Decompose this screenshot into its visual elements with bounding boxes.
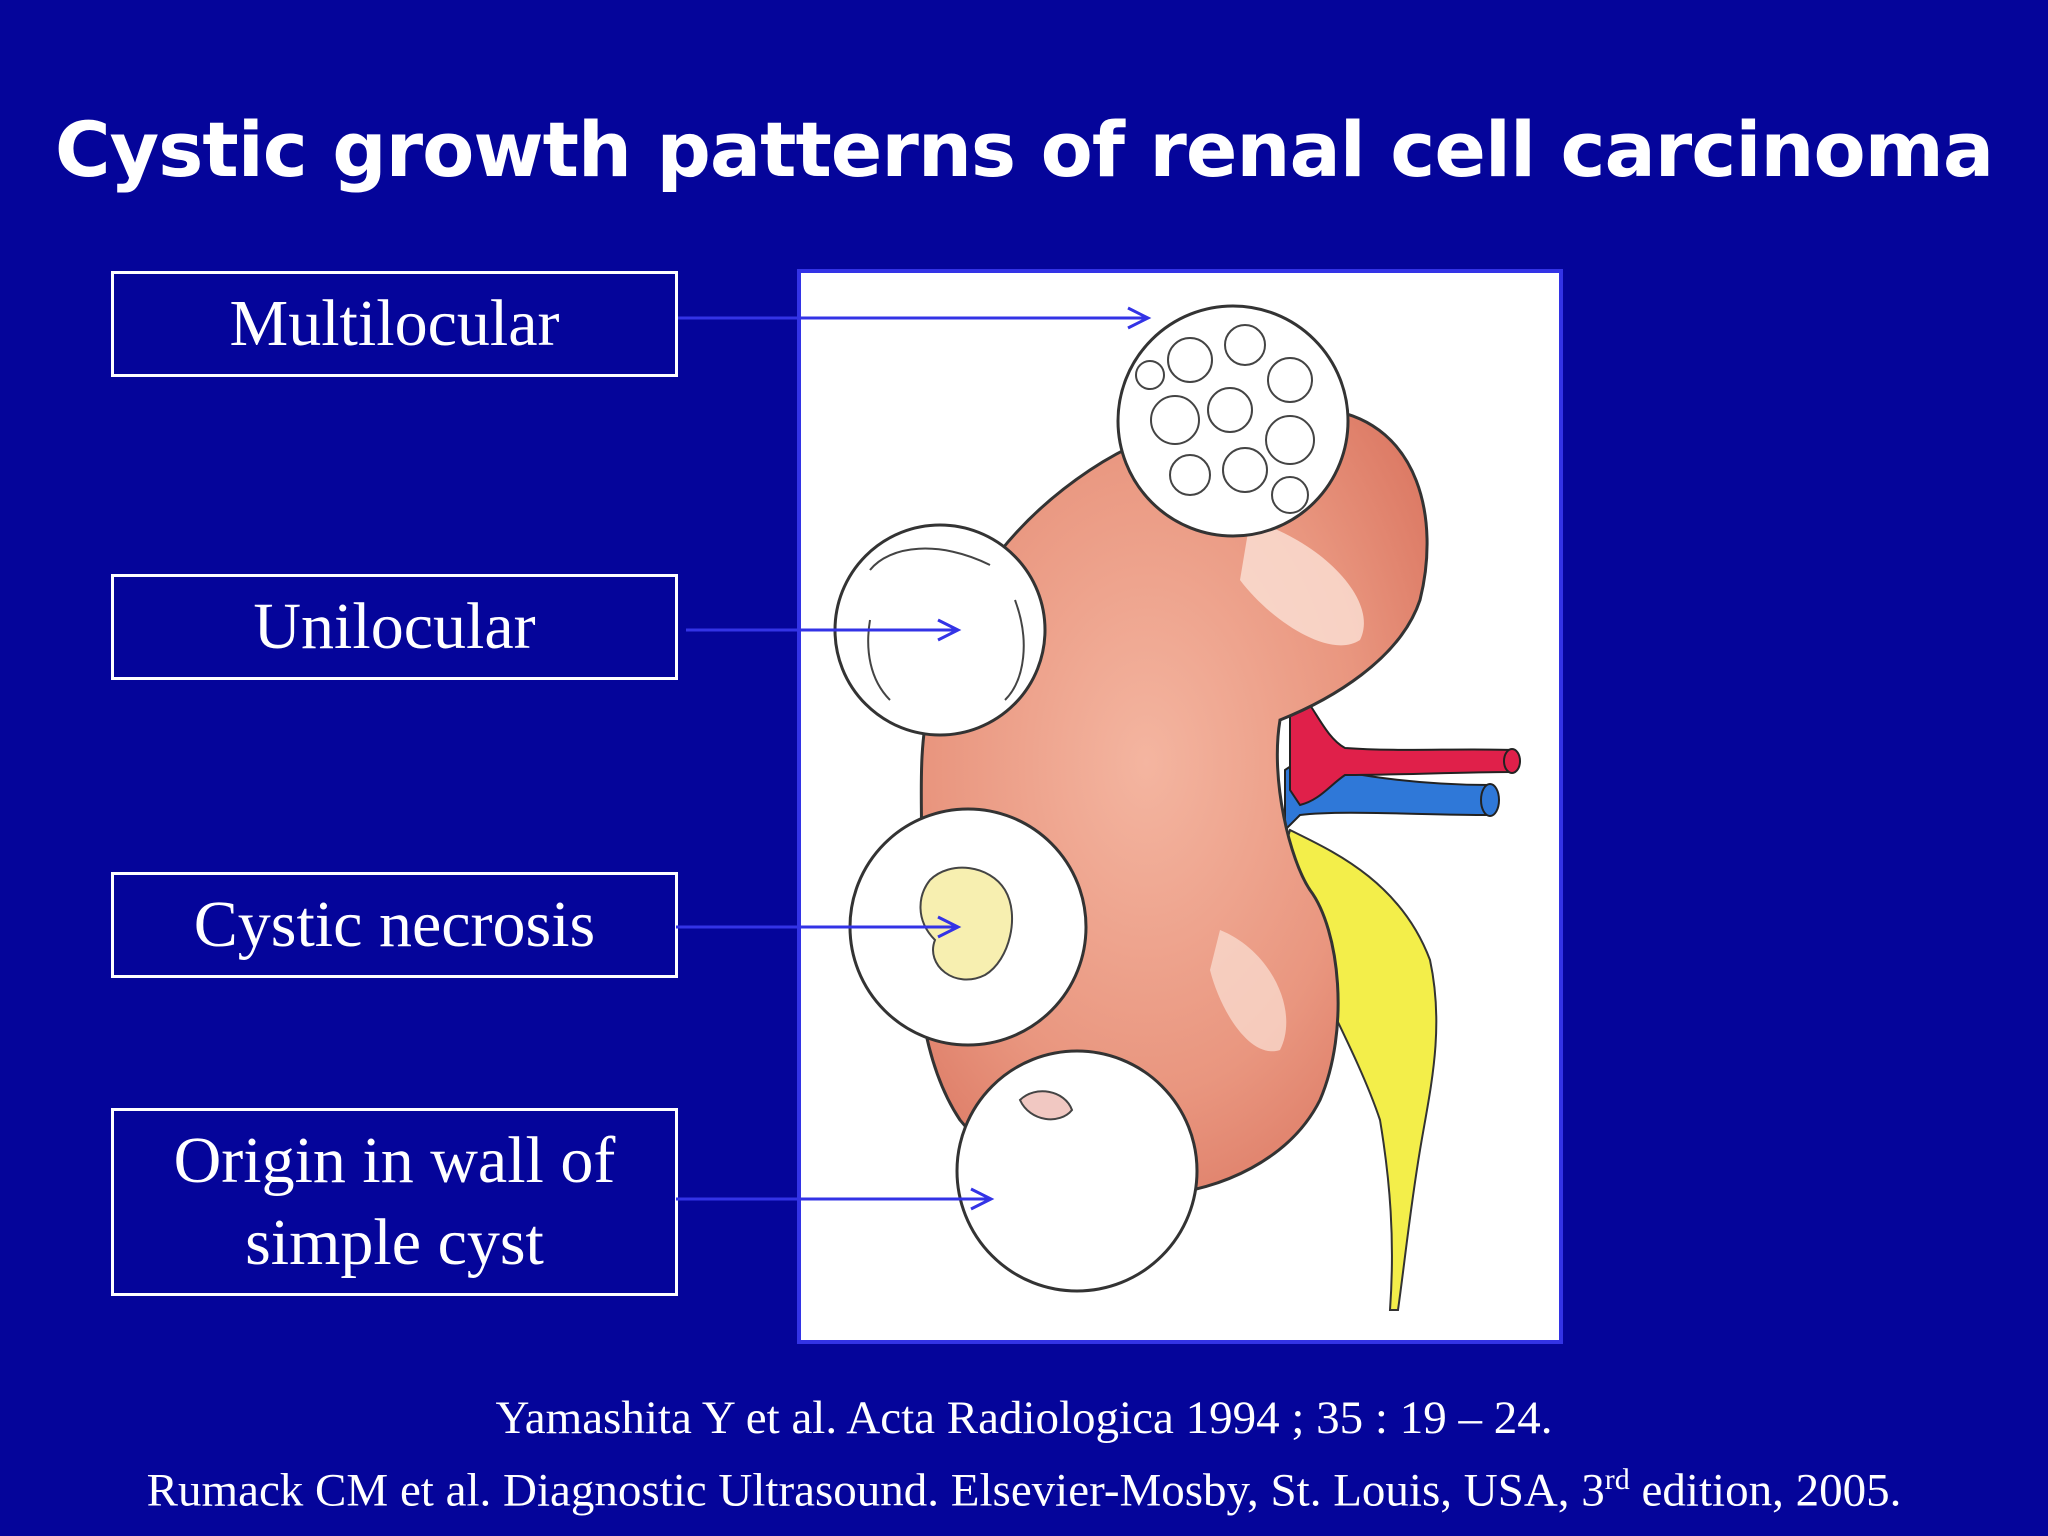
kidney-highlight [1210, 930, 1287, 1052]
label-text: Cystic necrosis [193, 888, 596, 961]
label-text: Unilocular [253, 590, 536, 663]
arrowhead-icon [937, 915, 962, 939]
superscript-rd: rd [1604, 1463, 1630, 1496]
citation-text: edition, 2005. [1629, 1464, 1902, 1517]
mural-nodule [1018, 1090, 1074, 1121]
pointer-arrows [676, 306, 1152, 1211]
label-unilocular: Unilocular [111, 574, 678, 680]
multilocular-septa [1135, 324, 1315, 514]
kidney-highlight [1240, 520, 1364, 646]
slide-title: Cystic growth patterns of renal cell car… [54, 105, 1994, 194]
label-text: simple cyst [245, 1206, 544, 1279]
artery-end [1503, 748, 1521, 774]
arrowhead-icon [937, 618, 962, 642]
label-text: Origin in wall of [173, 1124, 616, 1197]
arrowhead-icon [1127, 306, 1152, 330]
citation-rumack: Rumack CM et al. Diagnostic Ultrasound. … [0, 1450, 2048, 1521]
simple-cyst [955, 1049, 1199, 1293]
multilocular-cyst [1116, 304, 1350, 538]
label-origin-in-wall: Origin in wall of simple cyst [111, 1108, 678, 1296]
label-cystic-necrosis: Cystic necrosis [111, 872, 678, 978]
citation-yamashita: Yamashita Y et al. Acta Radiologica 1994… [495, 1392, 1553, 1444]
arrowhead-icon [970, 1187, 995, 1211]
label-multilocular: Multilocular [111, 271, 678, 377]
citation-text: Rumack CM et al. Diagnostic Ultrasound. … [146, 1464, 1605, 1517]
vein-end [1480, 783, 1500, 817]
label-text: Multilocular [229, 287, 560, 360]
